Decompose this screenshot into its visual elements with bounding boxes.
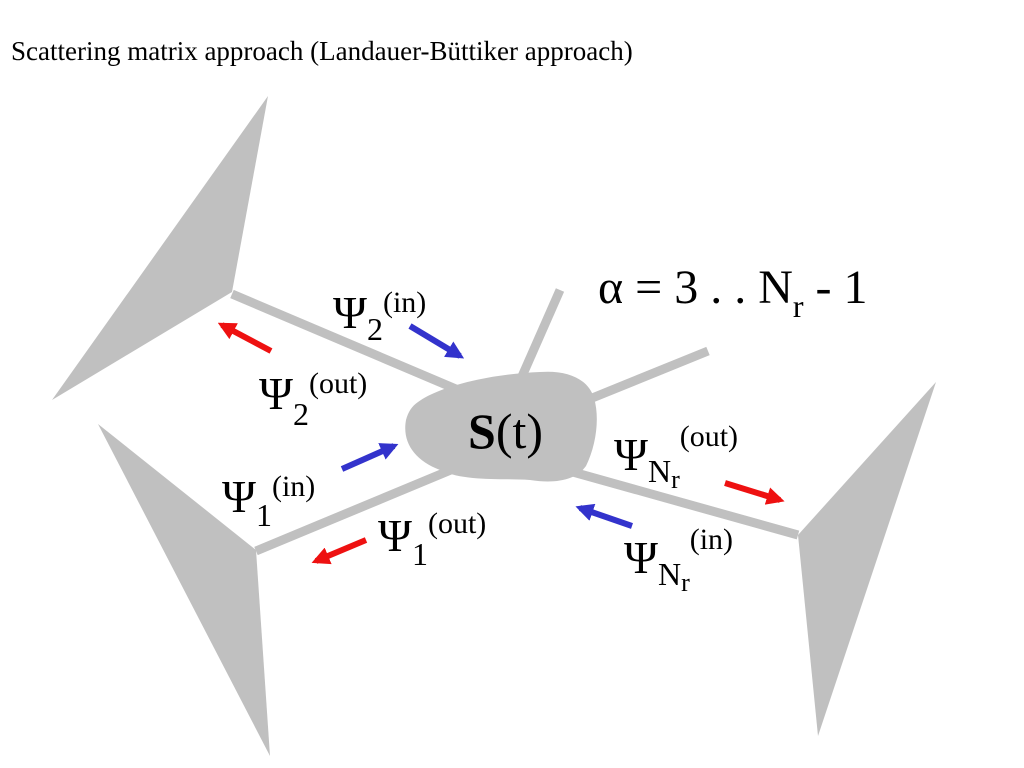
alpha-range-label: α = 3 . . Nr - 1 [598,261,868,324]
psi-symbol: Ψ [614,429,648,480]
psinr-in-sub: N [658,556,681,592]
psi1-out-label: Ψ1(out) [378,507,486,572]
lead-alpha-right [573,346,710,410]
reservoir-nr [798,382,936,736]
psi1-out-sub: 1 [412,536,428,572]
scatterer-symbol: S [468,403,496,459]
alpha-suffix: - 1 [804,261,868,314]
scatterer-blob [405,371,597,482]
psinr-in-label: ΨNr(in) [624,523,733,597]
psi2-out-label: Ψ2(out) [259,367,367,432]
psinr-in-sup: (in) [690,523,733,556]
psi-symbol: Ψ [624,532,658,583]
lead-nr [553,462,800,540]
psinr-out-arrow [724,480,785,505]
psi2-out-arrow [217,322,273,354]
scatterer-argument: (t) [496,403,543,459]
slide-title: Scattering matrix approach (Landauer-Büt… [11,36,633,66]
psinr-in-arrow [575,503,633,529]
reservoir-2 [52,96,268,400]
reservoir-1 [98,424,270,756]
psi1-out-sup: (out) [428,507,486,540]
psi-symbol: Ψ [378,510,412,561]
psi-symbol: Ψ [259,368,293,419]
psi1-in-sub: 1 [256,497,272,533]
psi-symbol: Ψ [222,471,256,522]
psi1-in-sup: (in) [272,470,315,503]
psinr-out-sup: (out) [680,420,738,453]
psi1-out-arrow [311,537,368,565]
psinr-in-subsub: r [681,568,690,597]
psi-symbol: Ψ [333,287,367,338]
psi2-in-label: Ψ2(in) [333,286,426,347]
alpha-prefix: α = 3 . . N [598,261,793,314]
psi2-out-sup: (out) [309,367,367,400]
psi1-in-label: Ψ1(in) [222,470,315,533]
psi2-in-sub: 2 [367,311,383,347]
psi2-out-sub: 2 [293,396,309,432]
psinr-out-label: ΨNr(out) [614,420,738,494]
psi2-in-arrow [408,323,465,359]
psi2-in-sup: (in) [383,286,426,319]
psi1-in-arrow [340,443,399,472]
lead-2 [230,289,472,400]
psinr-out-subsub: r [671,465,680,494]
psinr-out-sub: N [648,453,671,489]
lead-1 [254,457,472,556]
alpha-subscript: r [793,288,804,324]
scatterer-label: S(t) [468,403,543,459]
